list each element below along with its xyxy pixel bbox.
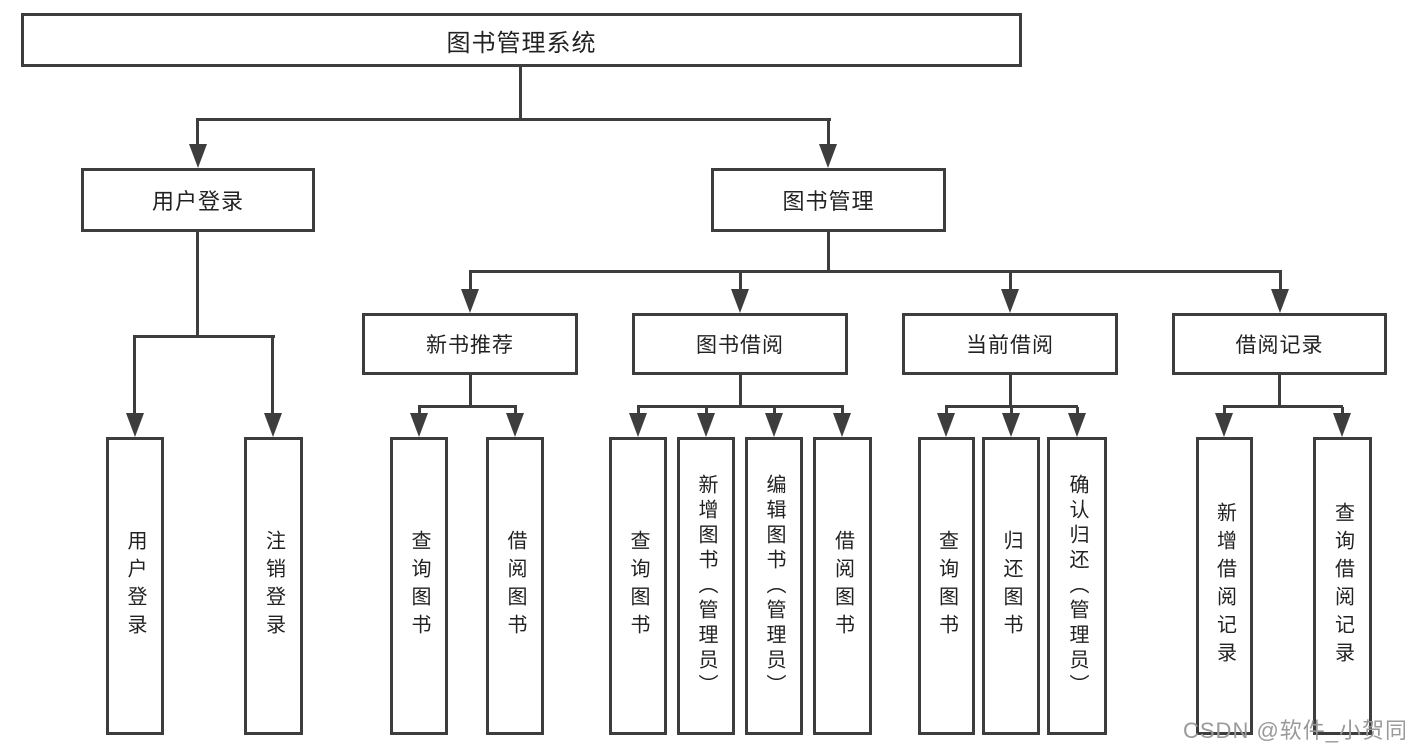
connector-line xyxy=(133,335,275,338)
connector-line xyxy=(519,65,522,121)
leaf-user-login: 用户登录 xyxy=(106,437,164,735)
node-borrow-records: 借阅记录 xyxy=(1172,313,1387,375)
node-label: 图书借阅 xyxy=(696,334,784,357)
arrowhead-down-icon xyxy=(1271,289,1289,313)
leaf-confirm-return-admin: 确认归还（管理员） xyxy=(1047,437,1107,735)
leaf-query-books-1: 查询图书 xyxy=(390,437,448,735)
connector-line xyxy=(1009,375,1012,408)
leaf-query-borrow-record: 查询借阅记录 xyxy=(1313,437,1372,735)
connector-line xyxy=(1010,407,1013,417)
node-label: 归还图书 xyxy=(1000,530,1022,642)
arrowhead-down-icon xyxy=(833,413,851,437)
node-root: 图书管理系统 xyxy=(21,13,1022,67)
connector-line xyxy=(739,272,742,292)
arrowhead-down-icon xyxy=(765,413,783,437)
connector-line xyxy=(841,407,844,417)
connector-line xyxy=(1223,407,1226,417)
node-label: 用户登录 xyxy=(124,530,146,642)
arrowhead-down-icon xyxy=(697,413,715,437)
leaf-borrow-books-2: 借阅图书 xyxy=(813,437,872,735)
node-label: 查询图书 xyxy=(935,530,958,642)
connector-line xyxy=(1341,407,1344,417)
connector-line xyxy=(418,405,517,408)
node-label: 编辑图书（管理员） xyxy=(763,473,785,699)
arrowhead-down-icon xyxy=(126,413,144,437)
connector-line xyxy=(945,407,948,417)
node-label: 查询图书 xyxy=(408,530,430,642)
arrowhead-down-icon xyxy=(731,289,749,313)
connector-line xyxy=(196,120,199,148)
node-label: 借阅图书 xyxy=(831,530,854,642)
node-label: 确认归还（管理员） xyxy=(1066,473,1088,699)
connector-line xyxy=(196,118,831,121)
arrowhead-down-icon xyxy=(819,144,837,168)
arrowhead-down-icon xyxy=(629,413,647,437)
connector-line xyxy=(196,232,199,338)
connector-line xyxy=(1279,272,1282,292)
connector-line xyxy=(133,337,136,415)
node-label: 用户登录 xyxy=(151,189,244,214)
connector-line xyxy=(739,375,742,408)
node-label: 新书推荐 xyxy=(426,334,514,357)
leaf-add-book-admin: 新增图书（管理员） xyxy=(677,437,735,735)
leaf-query-books-3: 查询图书 xyxy=(918,437,975,735)
node-current-borrow: 当前借阅 xyxy=(902,313,1118,375)
connector-line xyxy=(1223,405,1343,408)
node-label: 新增借阅记录 xyxy=(1213,502,1236,670)
leaf-borrow-books-1: 借阅图书 xyxy=(486,437,544,735)
arrowhead-down-icon xyxy=(1001,289,1019,313)
node-label: 查询借阅记录 xyxy=(1331,502,1354,670)
connector-line xyxy=(637,405,844,408)
connector-line xyxy=(637,407,640,417)
arrowhead-down-icon xyxy=(506,413,524,437)
node-label: 新增图书（管理员） xyxy=(695,473,717,699)
arrowhead-down-icon xyxy=(1215,413,1233,437)
arrowhead-down-icon xyxy=(1068,413,1086,437)
arrowhead-down-icon xyxy=(1002,413,1020,437)
node-label: 当前借阅 xyxy=(966,334,1054,357)
arrowhead-down-icon xyxy=(937,413,955,437)
connector-line xyxy=(1076,407,1079,417)
connector-line xyxy=(827,120,830,148)
node-user-login: 用户登录 xyxy=(81,168,315,232)
connector-line xyxy=(827,232,830,273)
leaf-logout: 注销登录 xyxy=(244,437,303,735)
connector-line xyxy=(773,407,776,417)
node-new-book-recommend: 新书推荐 xyxy=(362,313,578,375)
leaf-query-books-2: 查询图书 xyxy=(609,437,667,735)
arrowhead-down-icon xyxy=(461,289,479,313)
node-label: 图书管理系统 xyxy=(446,29,597,57)
arrowhead-down-icon xyxy=(189,144,207,168)
connector-line xyxy=(1278,375,1281,408)
connector-line xyxy=(514,407,517,417)
arrowhead-down-icon xyxy=(1333,413,1351,437)
leaf-edit-book-admin: 编辑图书（管理员） xyxy=(745,437,803,735)
connector-line xyxy=(469,270,1282,273)
node-label: 借阅图书 xyxy=(504,530,526,642)
connector-line xyxy=(469,272,472,292)
node-label: 注销登录 xyxy=(262,530,285,642)
connector-line xyxy=(469,375,472,408)
arrowhead-down-icon xyxy=(410,413,428,437)
leaf-return-book: 归还图书 xyxy=(982,437,1040,735)
node-label: 查询图书 xyxy=(627,530,649,642)
leaf-add-borrow-record: 新增借阅记录 xyxy=(1196,437,1253,735)
connector-line xyxy=(271,337,274,415)
node-label: 图书管理 xyxy=(782,189,875,214)
connector-line xyxy=(1009,272,1012,292)
csdn-watermark: CSDN @软件_小贺同学 xyxy=(1183,718,1405,743)
connector-line xyxy=(418,407,421,417)
connector-line xyxy=(705,407,708,417)
node-book-borrow: 图书借阅 xyxy=(632,313,848,375)
connector-line xyxy=(945,405,1078,408)
arrowhead-down-icon xyxy=(264,413,282,437)
node-book-management: 图书管理 xyxy=(711,168,946,232)
node-label: 借阅记录 xyxy=(1235,334,1324,357)
